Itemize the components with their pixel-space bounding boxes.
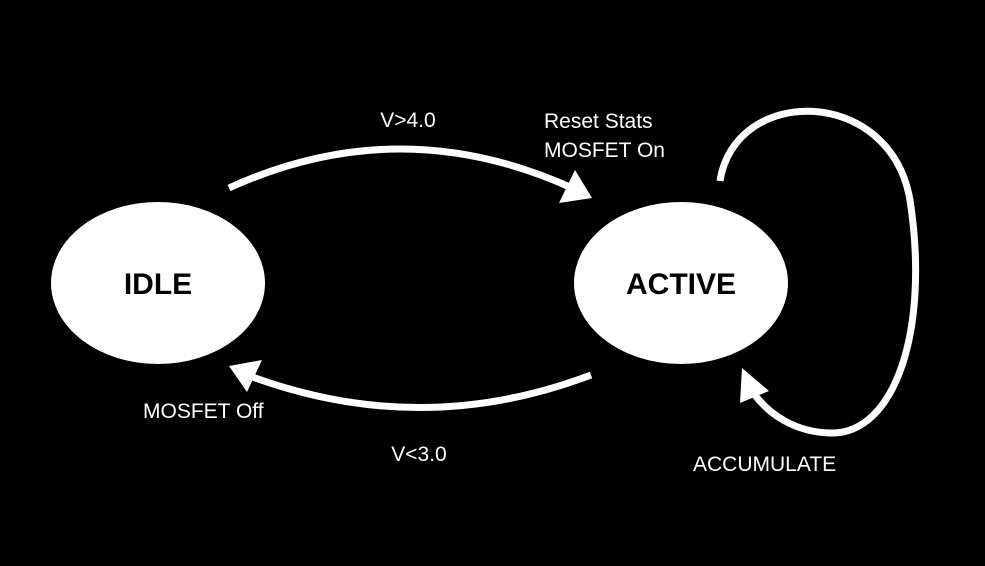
transition-idle-to-active [227, 145, 592, 203]
action-label-accumulate: ACCUMULATE [693, 453, 836, 476]
state-active: ACTIVE [574, 202, 788, 364]
action-label-mosfet-on: MOSFET On [544, 139, 665, 162]
state-active-shape [574, 202, 788, 364]
condition-label-active-to-idle: V<3.0 [391, 443, 446, 466]
state-idle: IDLE [51, 202, 265, 364]
arrowhead-active-self-loop [740, 368, 769, 403]
transition-active-self [716, 107, 920, 437]
action-label-reset-stats: Reset Stats [544, 110, 653, 133]
transition-active-to-idle [229, 360, 593, 411]
arrowhead-active-to-idle [229, 360, 262, 392]
condition-label-idle-to-active: V>4.0 [380, 109, 435, 132]
edge-active-to-idle [245, 371, 593, 411]
state-active-label: ACTIVE [626, 268, 736, 301]
state-idle-shape [51, 202, 265, 364]
state-idle-label: IDLE [124, 268, 192, 301]
action-label-mosfet-off: MOSFET Off [143, 400, 264, 423]
arrowhead-idle-to-active [559, 170, 592, 203]
edge-active-self-loop [716, 107, 920, 437]
edge-idle-to-active [227, 145, 574, 192]
